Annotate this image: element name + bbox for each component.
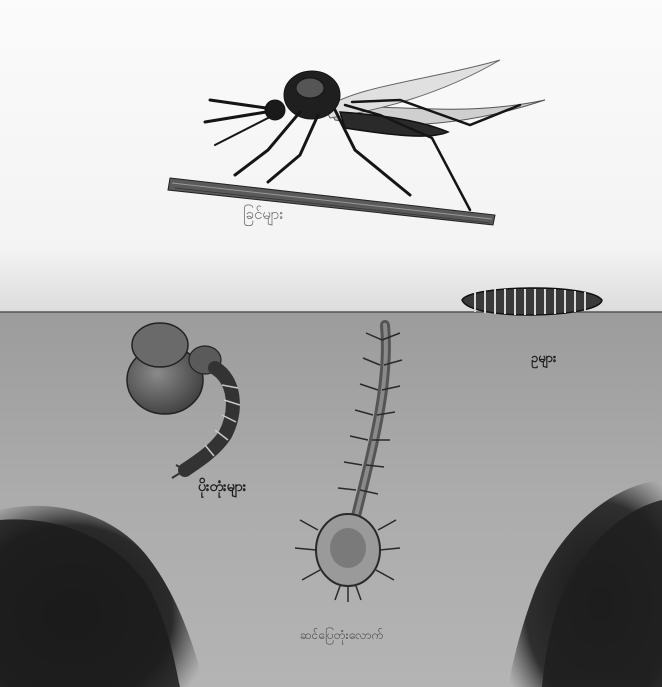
- egg-raft-icon: [462, 288, 602, 315]
- adult-mosquito-label: ခြင်များ: [243, 207, 283, 222]
- larva-label: ဆင်ပြေတုံးလောက်: [300, 629, 383, 641]
- pupa-label: ပိုးတုံးများ: [198, 480, 246, 494]
- eggs-label: ဥများ: [531, 352, 556, 365]
